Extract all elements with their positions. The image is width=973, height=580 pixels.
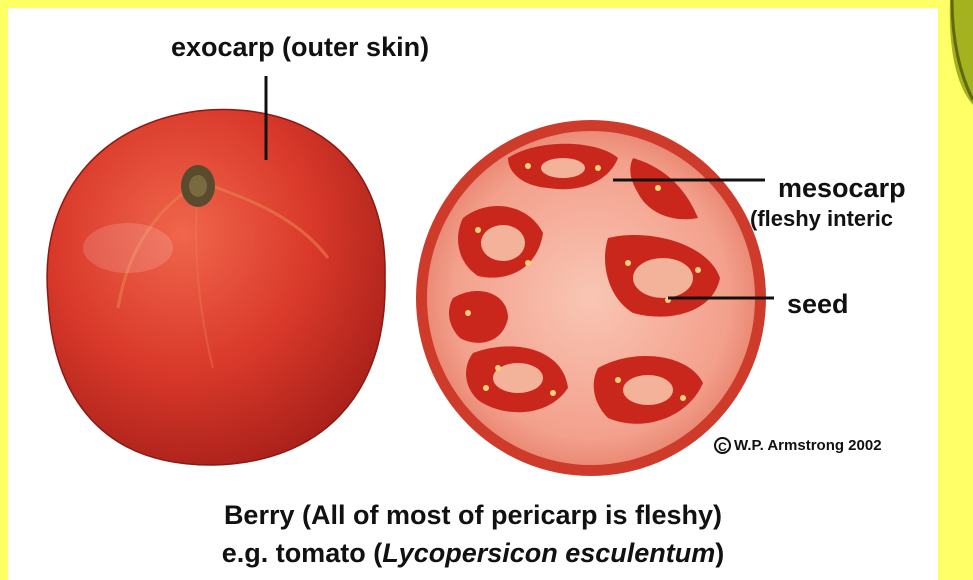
species-name: Lycopersicon esculentum [382,538,715,568]
caption-line-2: e.g. tomato (Lycopersicon esculentum) [8,538,938,569]
diagram-panel: exocarp (outer skin) mesocarp (fleshy in… [8,8,938,580]
leaf-fragment [930,0,973,110]
caption-line-1: Berry (All of most of pericarp is fleshy… [8,500,938,531]
mesocarp-label: mesocarp [778,173,906,204]
caption-suffix: ) [715,538,724,568]
whole-tomato [47,110,385,465]
copyright-icon: C [714,437,731,454]
exocarp-label: exocarp (outer skin) [171,32,429,63]
caption-prefix: e.g. tomato ( [222,538,383,568]
credit-text: W.P. Armstrong 2002 [734,437,882,454]
mesocarp-note: (fleshy interic [750,206,893,232]
copyright-credit: C W.P. Armstrong 2002 [714,437,882,454]
seed-label: seed [787,289,849,320]
